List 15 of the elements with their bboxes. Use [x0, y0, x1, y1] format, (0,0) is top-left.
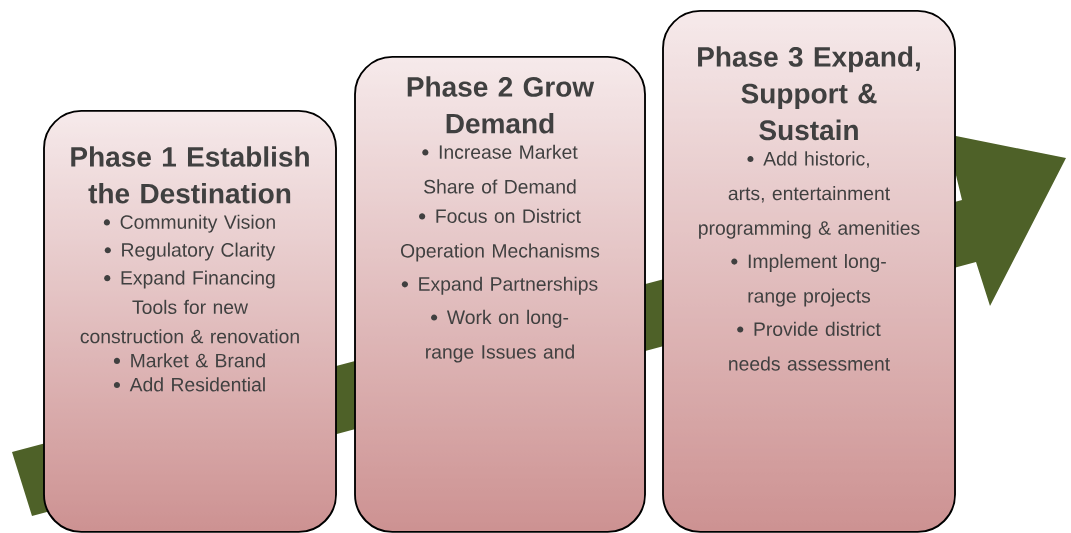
bullet-item: Expand Financing Tools for new construction & renovation [80, 270, 299, 344]
bullet-item: Implement long-range projects [731, 253, 886, 307]
bullet-item: Market & Brand [113, 353, 265, 368]
phase-heading: Phase 2 Grow Demand [407, 76, 595, 134]
bullet-item: Expand Partnerships [401, 276, 598, 295]
bullet-item: Regulatory Clarity [104, 242, 276, 261]
bullet-item: Add Residential [113, 377, 265, 392]
bullet-item: Increase Market Share of Demand [422, 144, 578, 194]
bullet-item: Work on long-range Issues and [426, 309, 574, 363]
bullet-item: Provide district needs assessment [729, 321, 890, 371]
bullet-item: Community Vision [103, 214, 275, 233]
bullet-item: Add historic, arts, entertainment programming & amenities [699, 151, 920, 239]
phase-heading: Phase 1 Establish the Destination [71, 146, 309, 204]
phase-heading: Phase 3 Expand, Support & Sustain [698, 46, 920, 141]
bullet-item: Focus on District Operation Mechanisms [401, 208, 600, 262]
